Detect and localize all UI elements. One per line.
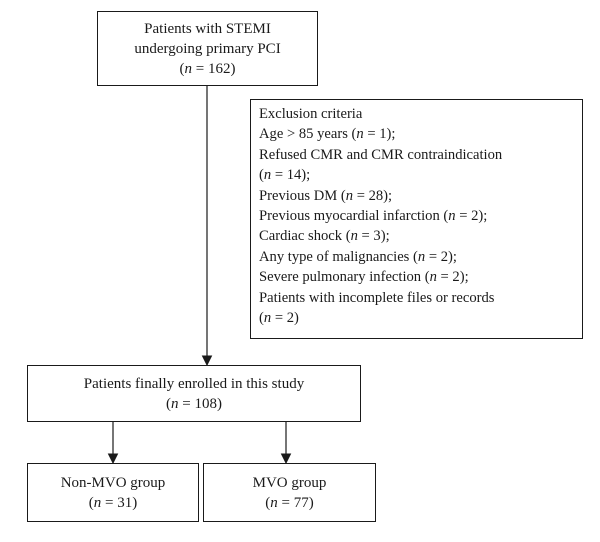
exclusion-title: Exclusion criteria (259, 106, 363, 122)
mvo-box: MVO group (n = 77) (203, 463, 376, 522)
start-line-1: Patients with STEMI (144, 20, 271, 37)
exclusion-item: (n = 2) (259, 310, 299, 327)
enrolled-box: Patients finally enrolled in this study … (27, 365, 361, 422)
enrolled-line-1: Patients finally enrolled in this study (83, 375, 305, 392)
start-count: (n = 162) (179, 60, 236, 77)
non-mvo-count: (n = 31) (88, 494, 138, 511)
exclusion-item: (n = 14); (259, 167, 311, 184)
exclusion-item: Any type of malignancies (n = 2); (259, 248, 457, 265)
non-mvo-label: Non-MVO group (60, 474, 166, 491)
exclusion-item: Cardiac shock (n = 3); (259, 228, 390, 245)
mvo-count: (n = 77) (265, 494, 314, 511)
exclusion-item: Severe pulmonary infection (n = 2); (259, 269, 469, 286)
start-line-2: undergoing primary PCI (134, 40, 281, 57)
enrolled-count: (n = 108) (166, 395, 222, 412)
exclusion-item: Patients with incomplete files or record… (259, 289, 495, 306)
exclusion-item: Refused CMR and CMR contraindication (259, 146, 503, 163)
non-mvo-box: Non-MVO group (n = 31) (27, 463, 199, 522)
exclusion-box: Exclusion criteria Age > 85 years (n = 1… (250, 99, 583, 339)
exclusion-item: Age > 85 years (n = 1); (259, 126, 396, 143)
start-box: Patients with STEMI undergoing primary P… (97, 11, 318, 86)
exclusion-item: Previous DM (n = 28); (259, 187, 393, 204)
mvo-label: MVO group (252, 474, 327, 491)
exclusion-item: Previous myocardial infarction (n = 2); (259, 208, 488, 225)
